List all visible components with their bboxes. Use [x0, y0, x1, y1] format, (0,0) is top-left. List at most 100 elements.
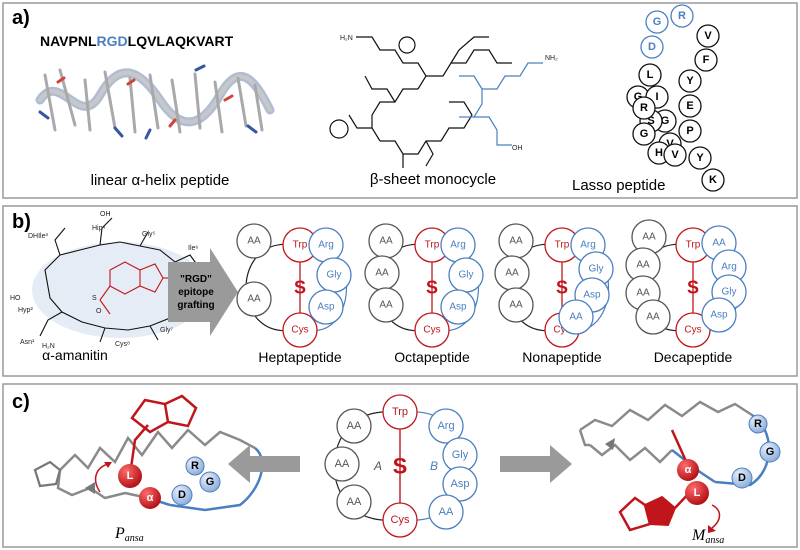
arrow-left — [228, 445, 300, 483]
beta-sheet-structure — [329, 36, 512, 168]
aa-residue-4-2-label: AA — [636, 288, 650, 299]
amanitin-label-1: Hyp² — [18, 307, 33, 314]
lasso-residue-16-label: V — [671, 149, 679, 161]
blue-residue-1-0-label: Arg — [318, 240, 334, 251]
blue-residue-1-1-label: Gly — [327, 270, 342, 281]
aa-residue-3-1: AA — [494, 255, 530, 291]
m-ansa-model: α L R G D Mansa — [578, 400, 781, 546]
lasso-residue-2-label: Y — [686, 75, 694, 87]
p-ansa-alpha: α — [147, 492, 154, 504]
panel-a-label: a) — [12, 7, 30, 29]
aa-residue-2-2-label: AA — [379, 300, 393, 311]
m-ansa-alpha-ball — [677, 459, 699, 481]
arrow-text-epitope: epitope — [178, 287, 214, 298]
blue-residue-3-1-label: Gly — [589, 264, 604, 275]
aa-residue-2-1: AA — [364, 255, 400, 291]
amanitin-label-0: DHIle³ — [28, 233, 49, 240]
center-trp-label: Trp — [392, 406, 408, 418]
p-ansa-d: D — [178, 489, 186, 501]
sulfur-label-3: S — [556, 278, 568, 298]
lasso-residue-3: E — [678, 94, 702, 118]
macrocycle-series: TrpCysSAAAAArgGlyAspHeptapeptideTrpCysSA… — [236, 219, 747, 365]
peptide-sequence: NAVPNLRGDLQVLAQKVART — [40, 33, 234, 49]
lasso-residue-7-label: K — [709, 174, 717, 186]
m-ansa-r: R — [754, 418, 762, 430]
lasso-residue-3-label: E — [686, 100, 693, 112]
blue-residue-2-2: Asp — [440, 289, 476, 325]
blue-residue-1-1: Gly — [316, 257, 352, 293]
aa-residue-1-1-label: AA — [247, 294, 261, 305]
amine-label: H₂N — [340, 35, 353, 42]
p-ansa-g: G — [206, 476, 215, 488]
cys-residue-1: Cys — [282, 312, 318, 348]
lasso-residue-d-blue: D — [640, 35, 664, 59]
lasso-residue-4: P — [678, 119, 702, 143]
aa-residue-3-0-label: AA — [509, 236, 523, 247]
trp-residue-3-label: Trp — [555, 240, 570, 251]
blue-residue-4-1: Arg — [711, 249, 747, 285]
caption-amanitin: α-amanitin — [42, 347, 108, 363]
lasso-residue-0-label: V — [704, 30, 712, 42]
lasso-residue-5-label: V — [666, 138, 674, 150]
amanitin-label-2: Asn¹ — [20, 339, 35, 346]
aa-residue-4-3-label: AA — [646, 312, 660, 323]
sulfur-label-2: S — [426, 278, 438, 298]
aa-residue-4-3: AA — [635, 299, 671, 335]
lasso-residue-2: Y — [678, 69, 702, 93]
lasso-residue-10-label: I — [655, 91, 658, 103]
aa-residue-3-2: AA — [498, 287, 534, 323]
aa-residue-2-1-label: AA — [375, 268, 389, 279]
lasso-residue-r-blue-label: R — [678, 10, 686, 22]
aa-residue-2-0: AA — [368, 223, 404, 259]
aa-residue-3-1-label: AA — [505, 268, 519, 279]
p-ansa-model: L α R G D Pansa — [33, 394, 264, 544]
lasso-residue-1-label: F — [703, 54, 710, 66]
aa-residue-1-0: AA — [236, 223, 272, 259]
center-blue-1: Gly — [442, 437, 478, 473]
blue-residue-4-2-label: Gly — [722, 287, 737, 298]
m-ansa-g: G — [766, 446, 775, 458]
amanitin-highlight — [32, 242, 208, 338]
blue-residue-2-1: Gly — [448, 257, 484, 293]
beta-sheet-rgd-part — [459, 62, 543, 146]
panel-c-frame — [2, 383, 798, 548]
panel-b-label: b) — [12, 211, 31, 233]
lasso-residue-15-label: H — [655, 147, 663, 159]
caption-macrocycle-2: Octapeptide — [394, 349, 470, 365]
blue-residue-3-3-label: AA — [569, 312, 583, 323]
amanitin-label-4: Gly⁵ — [142, 231, 156, 238]
amanitin-label-12: O — [96, 308, 102, 315]
blue-residue-2-1-label: Gly — [459, 270, 474, 281]
blue-residue-4-1-label: Arg — [721, 262, 737, 273]
lasso-residue-g-blue-label: G — [653, 16, 662, 28]
blue-residue-1-0: Arg — [308, 227, 344, 263]
panel-b-frame — [2, 205, 798, 377]
center-trp: Trp — [382, 394, 418, 430]
amanitin-label-7: Cys⁸ — [115, 341, 130, 348]
blue-residue-4-3-label: Asp — [710, 310, 728, 321]
amanitin-label-6: Gly⁷ — [160, 327, 174, 334]
panel-a-frame — [2, 2, 798, 199]
center-aa-1: AA — [324, 446, 360, 482]
trp-residue-2-label: Trp — [425, 240, 440, 251]
lasso-residue-12-label: S — [647, 115, 654, 127]
trp-residue-4-label: Trp — [686, 240, 701, 251]
aa-residue-1-1: AA — [236, 281, 272, 317]
m-ansa-d: D — [738, 472, 746, 484]
p-ansa-alpha-ball — [139, 487, 161, 509]
aa-residue-3-2-label: AA — [509, 300, 523, 311]
amanitin-labels: DHIle³Hyp²Asn¹Hip⁴Gly⁵Ile⁶Gly⁷Cys⁸OHHOH₂… — [10, 211, 198, 350]
sulfur-label-1: S — [294, 278, 306, 298]
amanitin-label-11: S — [92, 295, 97, 302]
blue-residue-3-2-label: Asp — [583, 290, 601, 301]
center-cys-label: Cys — [391, 514, 410, 526]
aa-residue-4-0-label: AA — [642, 232, 656, 243]
cys-residue-2-label: Cys — [423, 325, 440, 336]
sulfur-label-4: S — [687, 278, 699, 298]
p-ansa-leucine-ball — [118, 464, 142, 488]
blue-residue-1-2-label: Asp — [317, 302, 335, 313]
